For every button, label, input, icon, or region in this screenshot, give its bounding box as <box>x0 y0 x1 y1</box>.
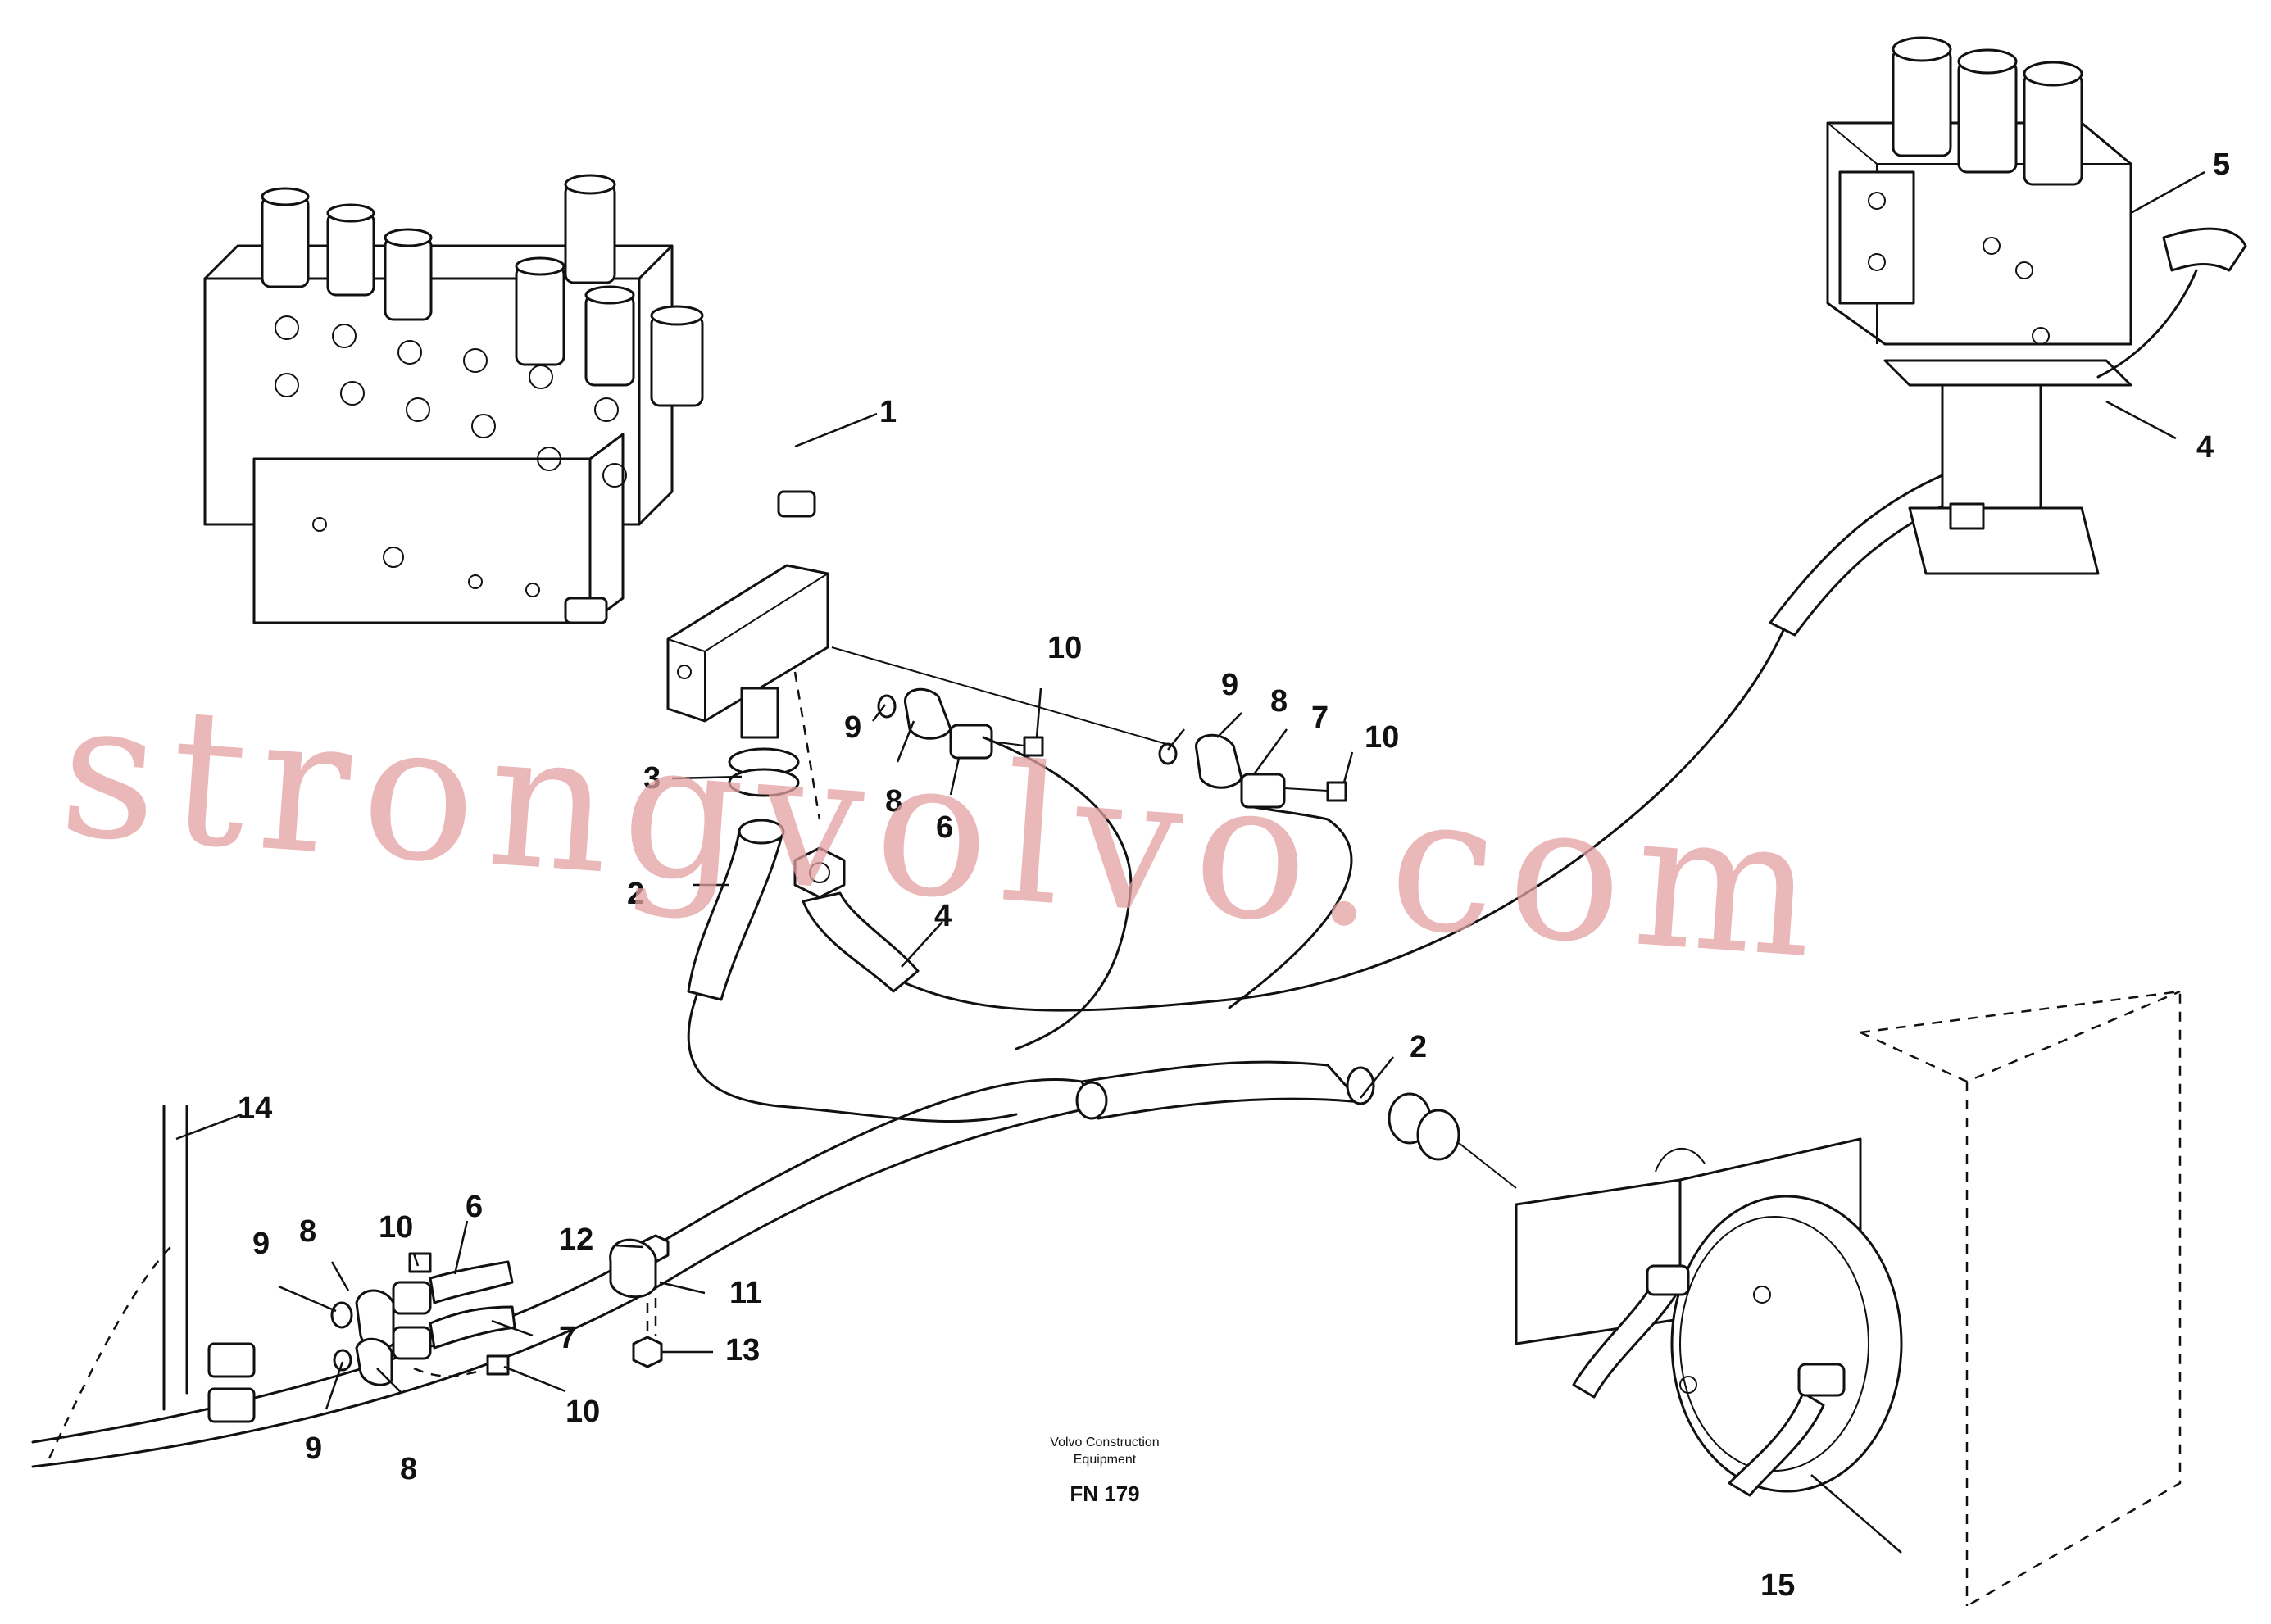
valve-fitting-right <box>777 490 816 518</box>
motor-fitting-2 <box>1797 1363 1846 1397</box>
pilot-fitting <box>2162 227 2247 272</box>
solenoid-2 <box>326 211 375 297</box>
sleeve-6-lower <box>392 1281 432 1315</box>
solenoid-7-top <box>650 305 704 326</box>
valve-base-side <box>588 433 625 624</box>
manifold-adapter <box>666 564 829 723</box>
footer-code: FN 179 <box>1070 1481 1139 1506</box>
cable-upper-1 <box>982 736 1133 1050</box>
sleeve-7-upper <box>1240 773 1286 809</box>
callout-9-a: 9 <box>844 710 861 745</box>
solenoid-5 <box>515 265 565 366</box>
hose-7-lower <box>429 1305 516 1350</box>
callout-15: 15 <box>1760 1568 1795 1603</box>
hose-6-lower <box>429 1260 514 1304</box>
solenoid-6 <box>584 293 635 387</box>
pilot-solenoid-3 <box>2023 72 2083 186</box>
drain-connection <box>687 671 1018 1123</box>
pilot-valve <box>1826 36 2247 575</box>
callout-7-lower: 7 <box>559 1321 576 1355</box>
hose-4-line <box>904 621 1788 1012</box>
footer-line-1: Volvo Construction <box>1050 1436 1159 1449</box>
drain-nipple <box>740 687 779 739</box>
callout-9-c: 9 <box>252 1227 270 1261</box>
cable-upper-2 <box>1228 805 1353 1009</box>
callout-3: 3 <box>643 761 661 796</box>
callout-4-upper: 4 <box>934 899 952 933</box>
callout-12: 12 <box>559 1223 593 1257</box>
solenoid-3 <box>384 236 433 321</box>
callout-7-upper: 7 <box>1311 701 1329 735</box>
bolt-10-upper <box>1023 736 1044 757</box>
pilot-hose <box>2096 269 2198 379</box>
bulkhead-fitting-2 <box>207 1387 256 1423</box>
pilot-base <box>1908 506 2100 575</box>
solenoid-5-top <box>515 256 565 276</box>
callout-10-b: 10 <box>1365 720 1399 755</box>
solenoid-6-top <box>584 285 635 305</box>
pilot-solenoid-1 <box>1892 48 1952 157</box>
callout-8-c: 8 <box>299 1214 316 1249</box>
callout-1: 1 <box>879 395 897 429</box>
solenoid-2-top <box>326 203 375 223</box>
hydraulic-tank <box>1515 990 2182 1608</box>
solenoid-1-top <box>261 187 310 206</box>
footer-line-2: Equipment <box>1074 1453 1137 1467</box>
hose-2-lower <box>1080 1060 1362 1120</box>
callout-9-b: 9 <box>1221 668 1238 702</box>
solenoid-4 <box>564 183 616 284</box>
callout-9-d: 9 <box>305 1431 322 1466</box>
clamp-assembly <box>609 1234 670 1368</box>
footer: Volvo Construction Equipment FN 179 <box>1050 1436 1159 1506</box>
callout-13: 13 <box>725 1333 760 1368</box>
pilot-stand <box>1941 383 2042 510</box>
pilot-solenoid-2 <box>1957 60 2018 174</box>
callout-11: 11 <box>729 1276 762 1310</box>
hose-2-upper-line <box>687 994 1018 1123</box>
leader-lines <box>175 170 2205 1554</box>
solenoid-7 <box>650 314 704 407</box>
bolt-10-lower-a <box>408 1252 432 1273</box>
pilot-side-plate <box>1838 170 1915 305</box>
callout-14: 14 <box>238 1091 272 1126</box>
valve-base-plate <box>252 457 592 624</box>
motor-hose-1 <box>1572 1277 1678 1399</box>
control-valve-block <box>203 174 829 723</box>
callout-10-d: 10 <box>565 1395 600 1429</box>
bolt-10-right <box>1326 781 1347 802</box>
elbow-nut <box>793 846 846 899</box>
motor-flange <box>1670 1195 1903 1493</box>
bulkhead-fitting-1 <box>207 1342 256 1378</box>
solenoid-3-top <box>384 228 433 247</box>
callout-8-d: 8 <box>400 1452 417 1486</box>
callout-8-b: 8 <box>1270 684 1288 719</box>
motor-hose-2 <box>1728 1391 1825 1497</box>
solenoid-1 <box>261 195 310 288</box>
motor-fitting-1 <box>1646 1264 1690 1296</box>
cable-connectors-upper <box>831 646 1353 1050</box>
pilot-mount-plate <box>1883 359 2132 387</box>
callout-labels: 1 2 2 3 4 4 5 6 6 7 7 8 8 8 8 9 9 9 9 10… <box>238 147 2230 1603</box>
lower-lines <box>31 1060 1517 1468</box>
sleeve-7-lower <box>392 1326 432 1360</box>
callout-2-lower: 2 <box>1410 1030 1427 1064</box>
bolt-10-lower-b <box>486 1354 510 1376</box>
cabinet-left <box>48 1105 516 1459</box>
callout-8-a: 8 <box>885 784 902 819</box>
callout-10-c: 10 <box>379 1210 413 1245</box>
callout-2-upper: 2 <box>627 877 644 911</box>
callout-10-a: 10 <box>1047 631 1082 665</box>
callout-5: 5 <box>2213 147 2230 182</box>
clamp-11 <box>609 1238 657 1299</box>
nut-13 <box>632 1336 663 1368</box>
hose-clamp-lower-2 <box>1416 1109 1460 1161</box>
callout-4-right: 4 <box>2196 430 2214 465</box>
valve-ports <box>275 315 627 597</box>
solenoid-4-top <box>564 174 616 195</box>
callout-6-lower: 6 <box>466 1190 483 1224</box>
hose-4-upper <box>802 891 920 993</box>
valve-fitting-bottom <box>564 597 608 624</box>
callout-6-upper: 6 <box>936 810 953 845</box>
